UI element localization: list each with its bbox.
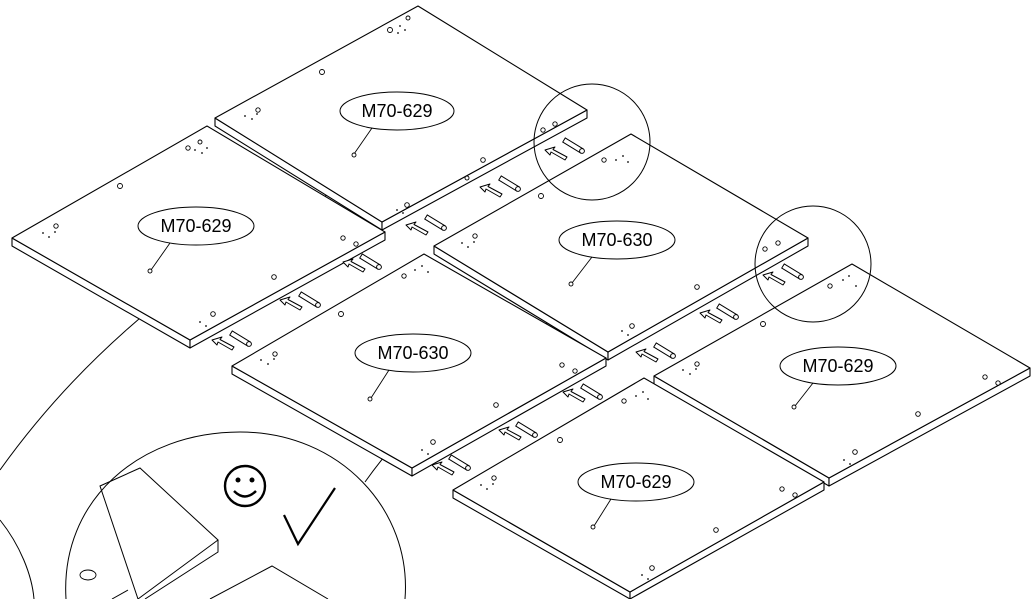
panel-2-anchor-hole bbox=[147, 268, 153, 274]
insert-arrow-10 bbox=[562, 388, 586, 403]
panel-3-leader bbox=[571, 256, 593, 284]
dowel-8 bbox=[699, 303, 739, 324]
panel-5-leader bbox=[794, 382, 814, 407]
insert-arrow-1 bbox=[544, 146, 568, 161]
panel-5-anchor-hole bbox=[791, 404, 797, 410]
detail-board-top bbox=[99, 467, 219, 599]
checkmark-icon bbox=[283, 487, 336, 547]
panel-1: M70-629 bbox=[214, 5, 588, 231]
panel-4-label: M70-630 bbox=[377, 343, 448, 363]
panel-6-anchor-hole bbox=[590, 524, 596, 530]
panel-5-holes bbox=[682, 275, 1001, 465]
panel-4-holes bbox=[260, 265, 578, 455]
panel-1-leader bbox=[353, 127, 373, 155]
dowel-4 bbox=[342, 253, 382, 273]
panel-5: M70-629 bbox=[653, 263, 1031, 487]
panel-4: M70-630 bbox=[231, 253, 607, 477]
zoom-circle-1 bbox=[533, 83, 651, 201]
panel-3-anchor-hole bbox=[568, 281, 574, 287]
detail-board-edge bbox=[144, 540, 219, 599]
insert-arrow-9 bbox=[635, 348, 659, 363]
panel-6-label: M70-629 bbox=[600, 472, 671, 492]
insert-arrow-8 bbox=[699, 309, 723, 324]
insert-arrow-11 bbox=[498, 426, 522, 441]
panel-2-label-oval bbox=[137, 206, 255, 246]
panel-2-label: M70-629 bbox=[160, 216, 231, 236]
insert-arrow-6 bbox=[211, 336, 235, 351]
dowel-10 bbox=[562, 383, 603, 403]
dowel-11 bbox=[498, 421, 538, 441]
detail-hole bbox=[79, 569, 97, 581]
smiley-face-icon bbox=[223, 464, 267, 508]
insert-arrow-3 bbox=[405, 221, 429, 236]
insert-arrow-4 bbox=[342, 258, 366, 273]
panel-6: M70-629 bbox=[452, 377, 825, 599]
dowel-2 bbox=[479, 175, 521, 198]
panel-4-label-oval bbox=[354, 333, 472, 373]
panel-2-leader bbox=[150, 242, 171, 271]
dowel-9 bbox=[635, 342, 676, 363]
panel-1-label: M70-629 bbox=[361, 101, 432, 121]
dowel-5 bbox=[279, 291, 321, 311]
panel-6-holes bbox=[480, 391, 798, 580]
insert-arrow-7 bbox=[762, 271, 786, 286]
panel-4-leader bbox=[370, 369, 390, 399]
dowel-6 bbox=[211, 330, 252, 351]
panel-5-label-oval bbox=[779, 346, 897, 386]
panel-6-leader bbox=[593, 498, 612, 527]
panel-2: M70-629 bbox=[11, 125, 386, 349]
panel-3-label: M70-630 bbox=[581, 230, 652, 250]
panel-1-holes bbox=[244, 15, 558, 214]
dowel-7 bbox=[762, 263, 804, 286]
detail-circle-left-edge bbox=[0, 519, 35, 599]
dowel-group bbox=[211, 137, 804, 476]
panel-4-anchor-hole bbox=[367, 396, 373, 402]
panel-3-holes bbox=[461, 155, 781, 336]
detail-view bbox=[0, 431, 406, 599]
dowel-1 bbox=[544, 137, 585, 161]
panel-1-label-oval bbox=[339, 91, 455, 131]
zoom-circle-2 bbox=[754, 205, 872, 323]
detail-edge-line bbox=[111, 589, 129, 599]
panel-3-label-oval bbox=[558, 220, 676, 260]
dowel-12 bbox=[431, 454, 471, 476]
detail-circle bbox=[65, 431, 406, 599]
panel-2-holes bbox=[42, 139, 359, 327]
detail-board-lower bbox=[209, 565, 329, 599]
insert-arrow-12 bbox=[431, 461, 455, 476]
dowel-3 bbox=[405, 214, 447, 236]
panel-6-label-oval bbox=[577, 462, 695, 502]
panel-1-anchor-hole bbox=[351, 152, 357, 158]
panel-5-label: M70-629 bbox=[802, 356, 873, 376]
insert-arrow-2 bbox=[479, 183, 503, 198]
insert-arrow-5 bbox=[279, 296, 303, 311]
panel-3: M70-630 bbox=[433, 133, 809, 361]
